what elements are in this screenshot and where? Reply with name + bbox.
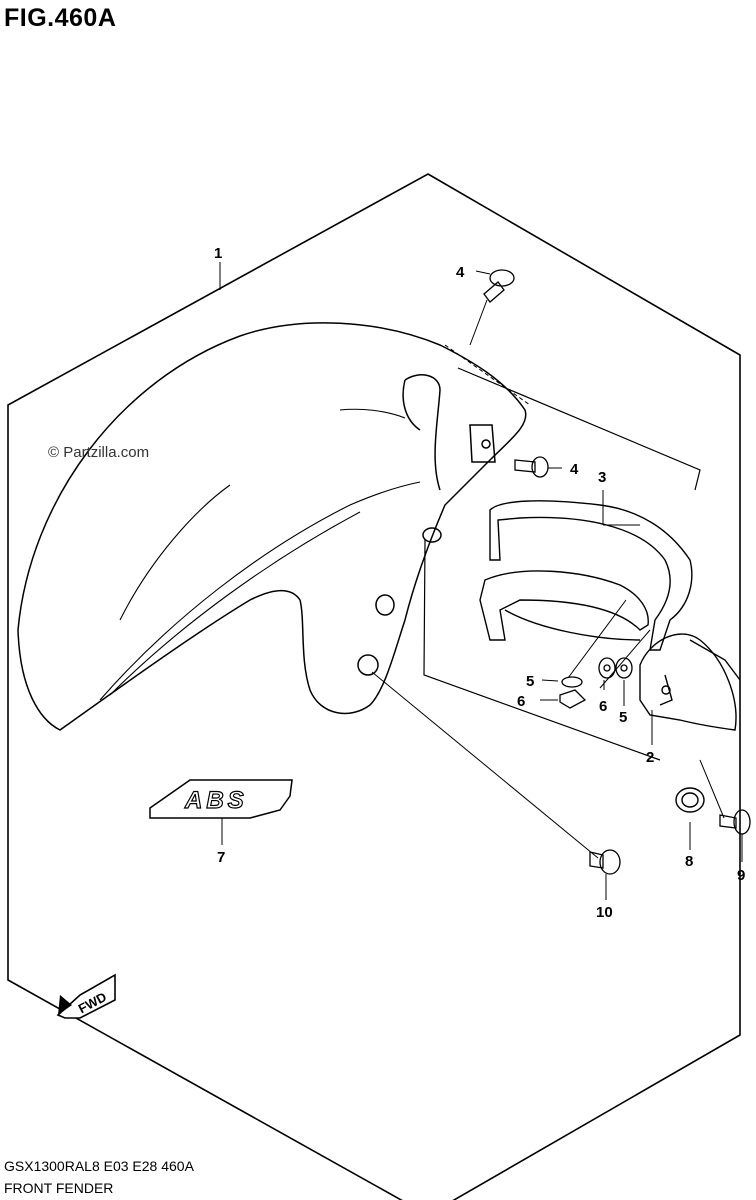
model-code: GSX1300RAL8 E03 E28 460A <box>4 1158 194 1174</box>
callout-2[interactable]: 2 <box>646 749 654 766</box>
callout-6-right[interactable]: 6 <box>599 698 607 715</box>
callout-6-left[interactable]: 6 <box>517 693 525 710</box>
section-name: FRONT FENDER <box>4 1180 114 1196</box>
screw-part-4-top[interactable] <box>469 269 515 346</box>
outer-hexagon <box>7 173 741 1200</box>
callout-4-right[interactable]: 4 <box>570 461 579 478</box>
abs-decal-text: ABS <box>184 787 248 814</box>
callout-7[interactable]: 7 <box>217 849 225 866</box>
screw-part-4-right[interactable] <box>514 456 549 478</box>
screw-part-9[interactable] <box>719 809 751 835</box>
callout-3[interactable]: 3 <box>598 469 606 486</box>
inner-boundary <box>457 367 701 491</box>
leader-lines <box>219 262 743 900</box>
watermark-text: © Partzilla.com <box>48 444 150 461</box>
callout-1[interactable]: 1 <box>214 245 222 262</box>
inner-fender-part-2[interactable] <box>639 633 741 731</box>
grommet-part-8[interactable] <box>675 787 705 813</box>
callout-5-right[interactable]: 5 <box>619 709 627 726</box>
fwd-arrow-icon: FWD <box>56 973 116 1019</box>
callout-10[interactable]: 10 <box>596 904 613 921</box>
screw-part-10[interactable] <box>589 849 621 875</box>
front-fender[interactable] <box>17 322 531 731</box>
callout-5-left[interactable]: 5 <box>526 673 534 690</box>
inner-boundary-lower <box>423 539 661 761</box>
abs-decal-part-7[interactable]: ABS <box>149 779 293 819</box>
figure-title: FIG.460A <box>4 4 117 32</box>
fasteners-5-6[interactable] <box>559 657 633 709</box>
bracket-part-3[interactable] <box>479 500 693 651</box>
callout-4-top[interactable]: 4 <box>456 264 465 281</box>
callout-8[interactable]: 8 <box>685 853 693 870</box>
callout-9[interactable]: 9 <box>737 867 745 884</box>
